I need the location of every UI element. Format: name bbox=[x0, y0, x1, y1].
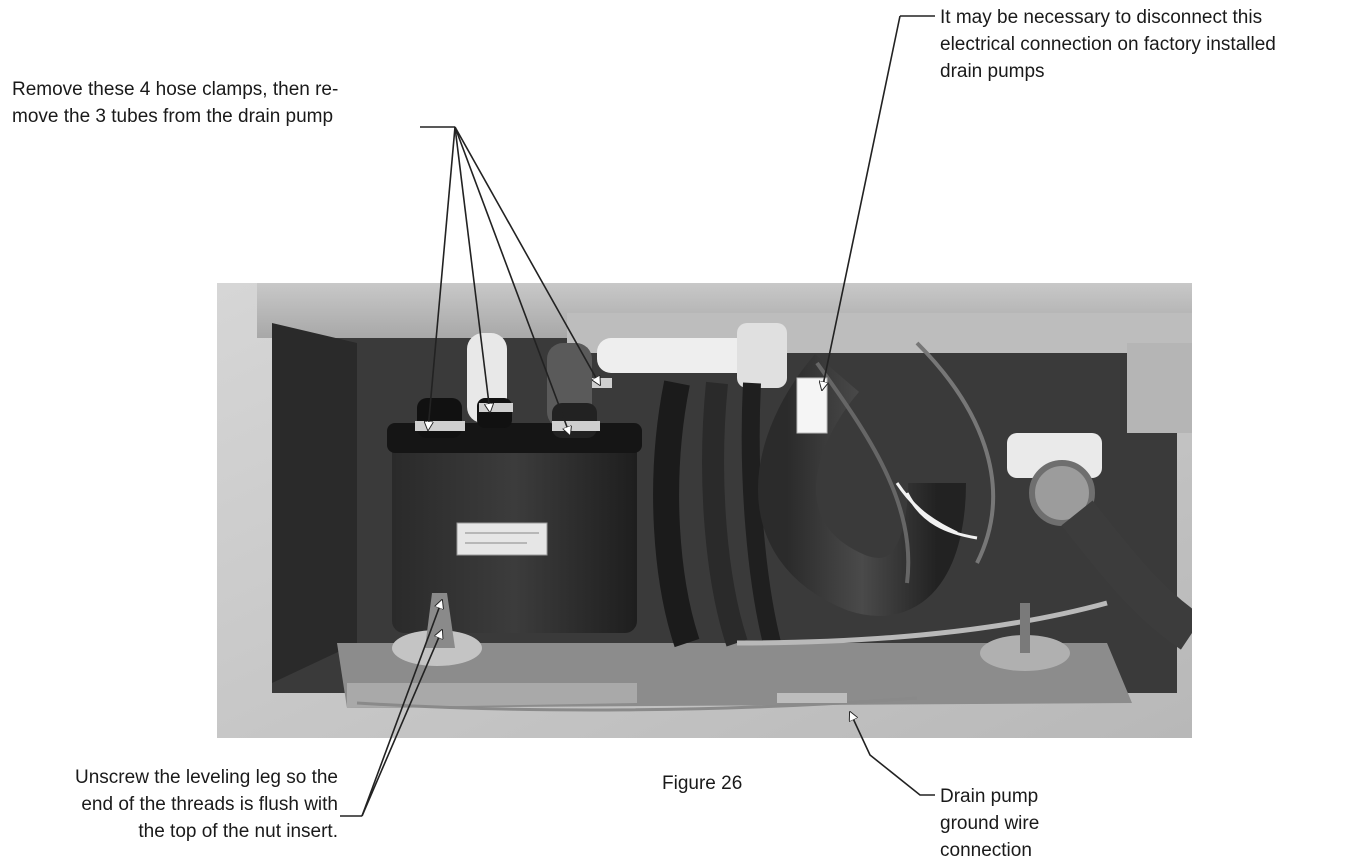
electrical-connection-callout: It may be necessary to disconnect this e… bbox=[940, 7, 1276, 82]
hose-clamp-leader-1 bbox=[428, 126, 456, 430]
ground-wire-leader bbox=[850, 712, 935, 796]
ground-wire-callout: Drain pump ground wire connection bbox=[940, 786, 1040, 861]
hose-clamp-leader-4 bbox=[454, 126, 600, 385]
drain-pump-photo-illustration bbox=[217, 283, 1192, 738]
leveling-leg-callout: Unscrew the leveling leg so the end of t… bbox=[75, 767, 338, 842]
leveling-leg-leader-1 bbox=[361, 600, 442, 817]
leveling-leg-leader-2 bbox=[361, 630, 442, 817]
hose-clamps-callout: Remove these 4 hose clamps, then re- mov… bbox=[12, 79, 339, 127]
hose-clamp-leader-2 bbox=[454, 126, 490, 412]
drain-pump-photo bbox=[217, 283, 1192, 738]
hose-clamp-leader-3 bbox=[454, 126, 570, 435]
figure-caption: Figure 26 bbox=[662, 773, 743, 794]
electrical-leader bbox=[822, 15, 901, 390]
